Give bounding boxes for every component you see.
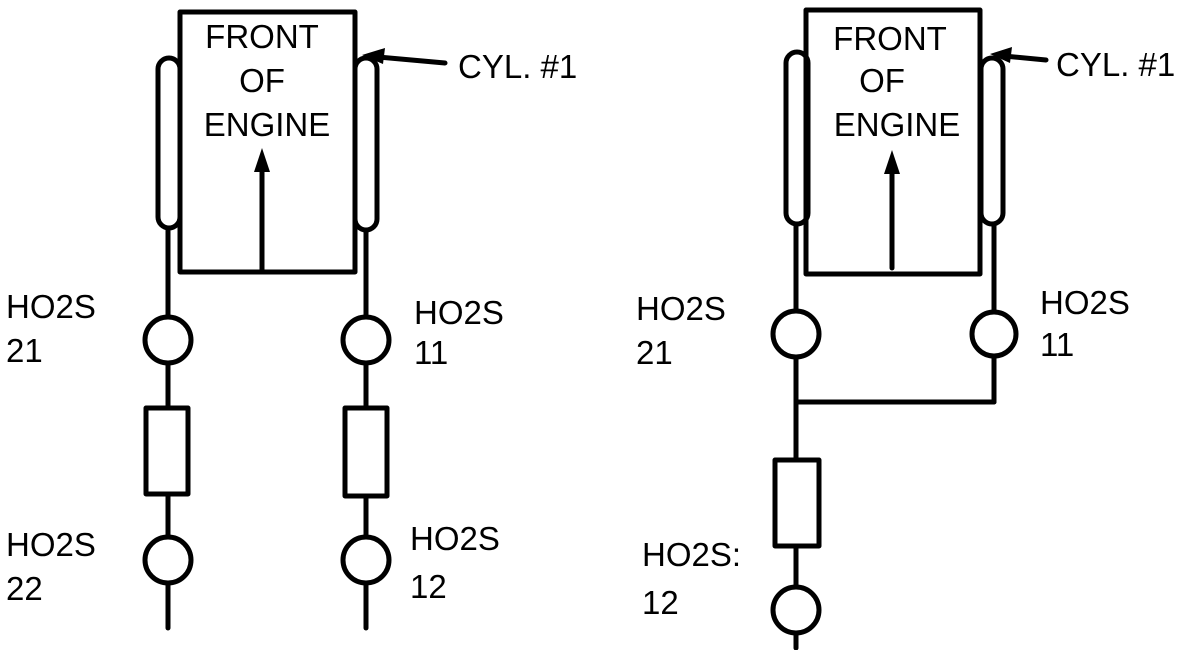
left-catalyst-bank2: [143, 405, 191, 497]
left-engine-label-line2: OF: [239, 62, 285, 99]
left-sensor-11-number: 11: [414, 334, 448, 371]
right-diagram: FRONT OF ENGINE CYL. #1 HO2S 21 HO2S 11 …: [636, 7, 1175, 650]
left-engine-label-line1: FRONT: [205, 18, 319, 55]
right-sensor-11: [969, 309, 1019, 359]
left-diagram: FRONT OF ENGINE CYL. #1 HO2S 21 HO2S 11 …: [6, 9, 577, 631]
left-sensor-12-name: HO2S: [410, 520, 500, 557]
left-cyl-label: CYL. #1: [458, 48, 577, 85]
left-sensor-22: [142, 534, 194, 586]
left-manifold-bank2: [155, 55, 183, 231]
right-cyl-label: CYL. #1: [1056, 46, 1175, 83]
right-sensor-12-number: 12: [642, 584, 679, 621]
left-manifold-bank1: [352, 55, 380, 233]
left-sensor-21: [142, 314, 194, 366]
left-sensor-11: [340, 314, 392, 366]
left-catalyst-bank1: [342, 405, 390, 499]
left-sensor-11-name: HO2S: [414, 294, 504, 331]
left-sensor-21-name: HO2S: [6, 288, 96, 325]
right-catalyst: [772, 457, 822, 549]
left-sensor-21-number: 21: [6, 332, 43, 369]
left-cyl-pointer-line: [375, 54, 448, 66]
right-sensor-11-number: 11: [1040, 326, 1074, 363]
right-manifold-bank1: [978, 55, 1006, 227]
right-sensor-21-name: HO2S: [636, 290, 726, 327]
left-cyl-pointer-head: [362, 48, 385, 64]
right-sensor-12: [770, 584, 822, 636]
left-sensor-12: [340, 534, 392, 586]
right-engine-label-line1: FRONT: [833, 20, 947, 57]
left-sensor-22-name: HO2S: [6, 526, 96, 563]
right-cyl-pointer-head: [990, 47, 1012, 63]
right-sensor-12-name: HO2S:: [642, 536, 741, 573]
right-sensor-21-number: 21: [636, 334, 673, 371]
right-sensor-11-name: HO2S: [1040, 284, 1130, 321]
left-sensor-22-number: 22: [6, 570, 43, 607]
right-cyl-pointer-line: [1001, 53, 1049, 63]
right-sensor-21: [770, 308, 822, 360]
right-engine-label-line3: ENGINE: [834, 106, 961, 143]
left-engine-label-line3: ENGINE: [204, 106, 331, 143]
right-engine-label-line2: OF: [859, 62, 905, 99]
left-front-arrow-head: [254, 148, 270, 172]
left-sensor-12-number: 12: [410, 568, 447, 605]
right-front-arrow-head: [884, 150, 900, 174]
